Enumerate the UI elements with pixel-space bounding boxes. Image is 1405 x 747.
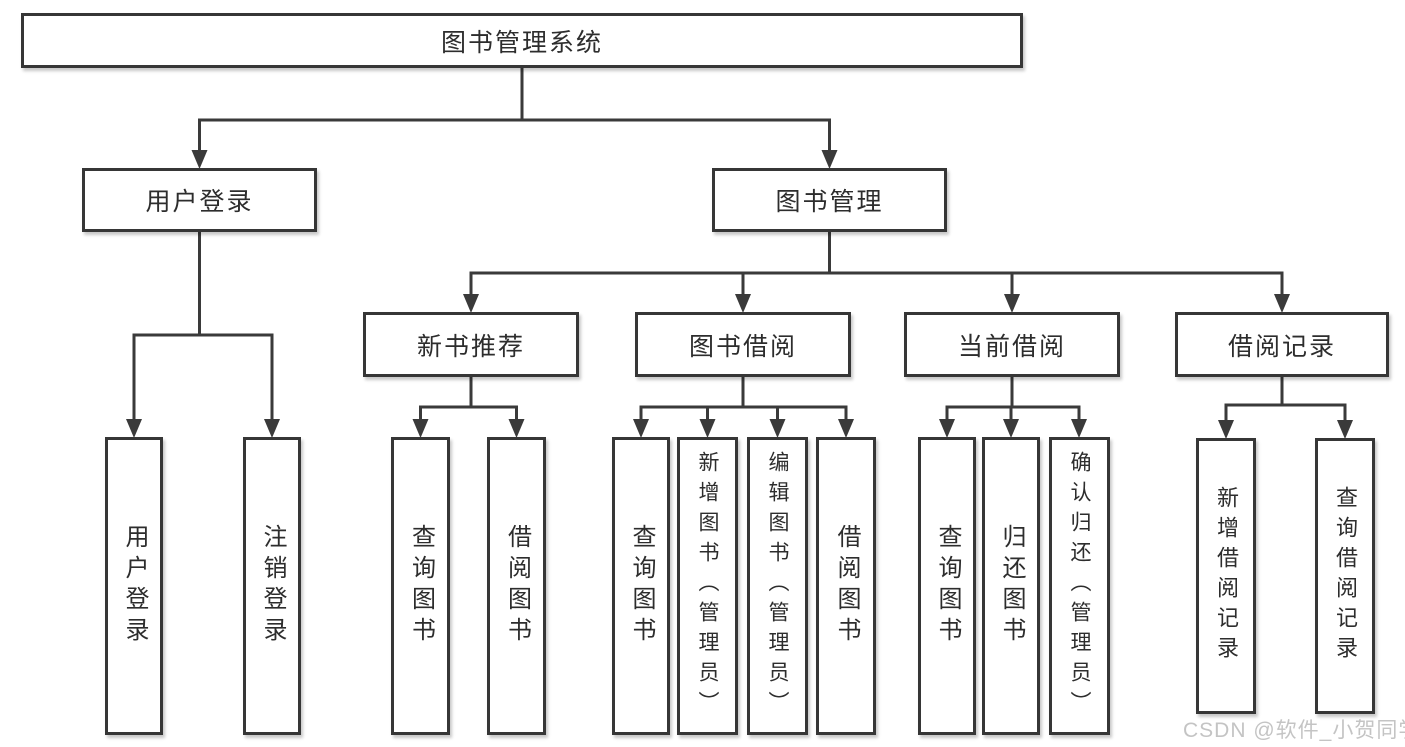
leaf-label: 注销登录 xyxy=(259,524,286,648)
leaf-records-query-borrow-record: 查询借阅记录 xyxy=(1315,438,1375,714)
node-library-management-system: 图书管理系统 xyxy=(21,13,1023,68)
node-label: 图书管理 xyxy=(775,188,884,216)
leaf-borrow-borrow-books: 借阅图书 xyxy=(816,437,876,735)
node-label: 图书借阅 xyxy=(688,332,797,361)
leaf-label: 查询图书 xyxy=(628,524,655,648)
leaf-label: 确认归还（管理员） xyxy=(1068,451,1091,721)
leaf-label: 查询图书 xyxy=(407,524,435,648)
node-label: 图书管理系统 xyxy=(440,28,603,57)
leaf-label: 查询图书 xyxy=(934,524,961,648)
connector-current-borrow-to-leaves xyxy=(939,377,1087,438)
leaf-label: 用户登录 xyxy=(121,524,148,648)
leaf-current-confirm-return-admin: 确认归还（管理员） xyxy=(1049,437,1110,735)
leaf-label: 新增借阅记录 xyxy=(1214,486,1239,666)
node-book-borrowing: 图书借阅 xyxy=(635,312,851,377)
connector-root-to-level2 xyxy=(191,68,838,169)
csdn-watermark: CSDN @软件_小贺同学 xyxy=(1183,719,1405,742)
leaf-label: 查询借阅记录 xyxy=(1333,486,1358,666)
leaf-recommend-borrow-books: 借阅图书 xyxy=(487,437,546,735)
connector-book-borrow-to-leaves xyxy=(633,377,854,438)
node-book-management: 图书管理 xyxy=(712,168,947,232)
leaf-borrow-edit-books-admin: 编辑图书（管理员） xyxy=(747,437,808,735)
leaf-user-login: 用户登录 xyxy=(105,437,163,735)
leaf-label: 借阅图书 xyxy=(833,524,860,648)
leaf-label: 编辑图书（管理员） xyxy=(766,451,789,721)
leaf-current-return-books: 归还图书 xyxy=(982,437,1040,735)
connector-borrow-records-to-leaves xyxy=(1218,377,1353,439)
leaf-records-add-borrow-record: 新增借阅记录 xyxy=(1196,438,1256,714)
leaf-borrow-query-books: 查询图书 xyxy=(612,437,670,735)
leaf-label: 归还图书 xyxy=(998,524,1025,648)
node-label: 用户登录 xyxy=(145,188,254,216)
leaf-current-query-books: 查询图书 xyxy=(918,437,976,735)
leaf-borrow-add-books-admin: 新增图书（管理员） xyxy=(677,437,738,735)
node-label: 新书推荐 xyxy=(416,332,525,361)
connector-new-book-to-leaves xyxy=(412,377,525,438)
node-new-book-recommendation: 新书推荐 xyxy=(363,312,579,377)
leaf-label: 新增图书（管理员） xyxy=(696,451,719,721)
leaf-logout: 注销登录 xyxy=(243,437,301,735)
leaf-recommend-query-books: 查询图书 xyxy=(391,437,450,735)
node-label: 当前借阅 xyxy=(957,332,1066,361)
node-current-borrowing: 当前借阅 xyxy=(904,312,1120,377)
connector-user-login-to-leaves xyxy=(126,232,280,438)
connector-book-management-to-level3 xyxy=(463,232,1290,313)
node-label: 借阅记录 xyxy=(1227,332,1336,361)
leaf-label: 借阅图书 xyxy=(503,524,531,648)
node-borrowing-records: 借阅记录 xyxy=(1175,312,1389,377)
node-user-login: 用户登录 xyxy=(82,168,317,232)
